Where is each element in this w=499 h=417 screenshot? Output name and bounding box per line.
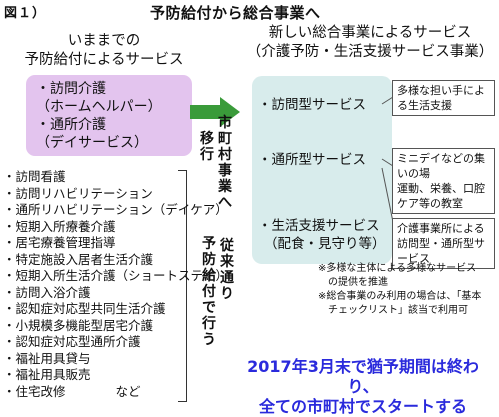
service-life-support-line: ・生活支援サービス bbox=[258, 218, 380, 234]
transfer-to-municipal-label: 市 町 村 事 業 へ bbox=[216, 115, 234, 211]
vertical-char: 移 bbox=[200, 131, 214, 147]
list-item: ・住宅改修 など bbox=[3, 383, 141, 399]
old-box-line: （デイサービス） bbox=[36, 135, 148, 151]
old-services-heading-line: 予防給付によるサービス bbox=[24, 52, 184, 68]
vertical-char: へ bbox=[218, 195, 232, 211]
old-box-line: ・訪問介護 bbox=[36, 81, 106, 97]
new-comprehensive-services-box bbox=[252, 76, 392, 264]
vertical-char: 付 bbox=[202, 284, 216, 300]
vertical-char: 予 bbox=[202, 236, 216, 252]
vertical-char: う bbox=[202, 332, 216, 348]
list-item: ・小規模多機能型居宅介護 bbox=[3, 317, 154, 333]
banner-line: 全ての市町村でスタートする bbox=[258, 397, 467, 416]
list-item: ・特定施設入居者生活介護 bbox=[3, 251, 154, 267]
continue-preventive-label: 従 来 通 り bbox=[218, 238, 236, 302]
service-life-support-line: （配食・見守り等） bbox=[264, 236, 386, 252]
old-box-line: （ホームヘルパー） bbox=[36, 99, 162, 115]
list-item: ・居宅療養管理指導 bbox=[3, 235, 116, 250]
vertical-char: 給 bbox=[202, 268, 216, 284]
list-item: ・認知症対応型共同生活介護 bbox=[3, 301, 166, 316]
figure-label: 図１） bbox=[4, 6, 47, 21]
list-item: ・認知症対応型通所介護 bbox=[3, 334, 141, 349]
old-box-line: ・通所介護 bbox=[36, 117, 106, 133]
vertical-char: 市 bbox=[218, 115, 232, 131]
continue-preventive-line2: 予 防 給 付 で 行 う bbox=[200, 236, 218, 348]
vertical-char: 事 bbox=[218, 163, 232, 179]
footnotes: ※多様な主体による多様なサービス の提供を推進 ※総合事業のみ利用の場合は、「基… bbox=[318, 262, 481, 318]
vertical-char: り bbox=[220, 286, 234, 302]
list-item: ・訪問リハビリテーション bbox=[3, 185, 153, 201]
new-services-heading: 新しい総合事業によるサービス （介護予防・生活支援サービス事業） bbox=[245, 24, 495, 62]
vertical-char: 防 bbox=[202, 252, 216, 268]
list-item: ・訪問入浴介護 bbox=[3, 284, 91, 300]
list-item: ・短期入所生活介護（ショートステイ） bbox=[3, 268, 229, 283]
footnote-line: ※総合事業のみ利用の場合は、「基本 bbox=[318, 291, 482, 302]
transition-arrow bbox=[190, 97, 240, 127]
continued-services-list: ・訪問看護 ・訪問リハビリテーション ・通所リハビリテーション（デイケア） ・短… bbox=[3, 169, 228, 400]
footnote-line: ※多様な主体による多様なサービス bbox=[318, 263, 477, 274]
vertical-char: 業 bbox=[218, 179, 232, 195]
list-item: ・福祉用具貸与 bbox=[3, 350, 91, 366]
list-item: ・訪問看護 bbox=[3, 169, 66, 184]
vertical-char: 来 bbox=[220, 254, 234, 270]
old-services-bracket bbox=[178, 170, 187, 402]
vertical-char: 村 bbox=[218, 147, 232, 163]
old-services-heading: いままでの 予防給付によるサービス bbox=[20, 32, 188, 70]
deadline-banner: 2017年3月末で猶予期間は終わり、 全ての市町村でスタートする bbox=[232, 357, 494, 417]
vertical-char: 通 bbox=[220, 270, 234, 286]
new-services-heading-line: （介護予防・生活支援サービス事業） bbox=[246, 44, 494, 60]
transition-arrow-shape bbox=[190, 97, 240, 127]
list-item: ・短期入所療養介護 bbox=[3, 218, 116, 234]
new-services-heading-line: 新しい総合事業によるサービス bbox=[268, 25, 472, 41]
banner-line: 2017年3月末で猶予期間は終わり、 bbox=[247, 357, 479, 396]
vertical-char: 行 bbox=[202, 316, 216, 332]
vertical-char: で bbox=[202, 300, 216, 316]
service-visit-description: 多様な担い手による生活支援 bbox=[392, 80, 495, 116]
service-day-type: ・通所型サービス bbox=[258, 152, 366, 168]
transfer-label-line2: 移 行 bbox=[198, 131, 216, 163]
service-life-support: ・生活支援サービス （配食・見守り等） bbox=[258, 217, 386, 253]
service-provider-description: 介護事業所による訪問型・通所型サービス bbox=[392, 218, 495, 269]
footnote-line: チェックリスト」該当で利用可 bbox=[318, 305, 468, 316]
footnote-line: の提供を推進 bbox=[318, 277, 388, 288]
vertical-char: 行 bbox=[200, 147, 214, 163]
list-item: ・通所リハビリテーション（デイケア） bbox=[3, 202, 228, 217]
diagram-title: 予防給付から総合事業へ bbox=[150, 4, 321, 22]
list-item: ・福祉用具販売 bbox=[3, 367, 91, 382]
old-preventive-services-box: ・訪問介護 （ホームヘルパー） ・通所介護 （デイサービス） bbox=[26, 75, 192, 156]
service-day-description: ミニデイなどの集いの場 運動、栄養、口腔ケア等の教室 bbox=[392, 148, 495, 214]
old-services-heading-line: いままでの bbox=[67, 33, 141, 49]
service-visit-type: ・訪問型サービス bbox=[258, 97, 366, 113]
vertical-char: 町 bbox=[218, 131, 232, 147]
vertical-char: 従 bbox=[220, 238, 234, 254]
